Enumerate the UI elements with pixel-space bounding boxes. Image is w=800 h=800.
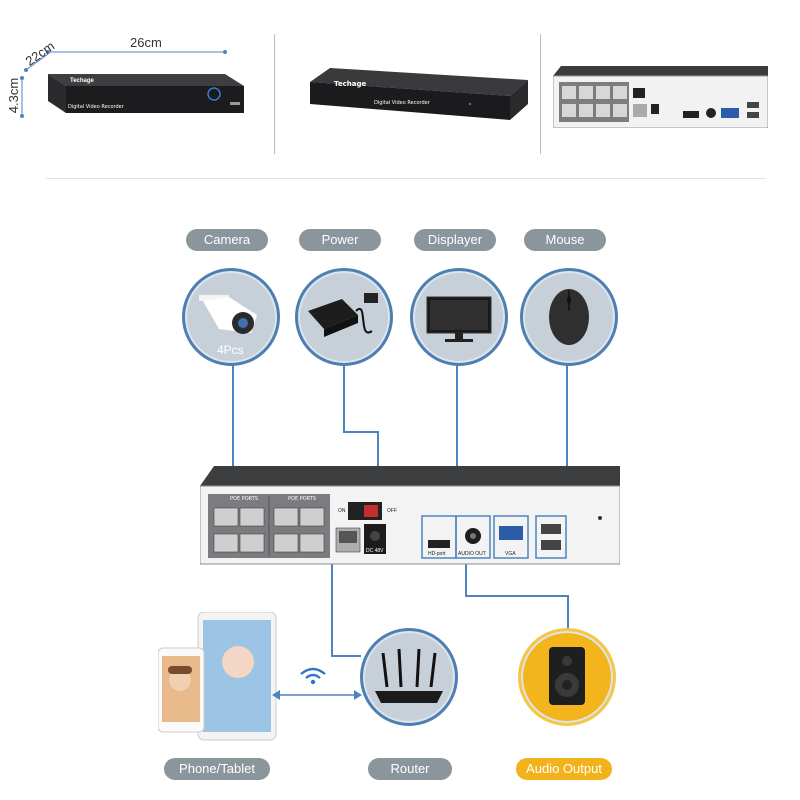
mouse-pill: Mouse xyxy=(524,229,606,251)
power-line-down xyxy=(343,364,345,432)
router-circle xyxy=(360,628,458,726)
switch-off-label: OFF xyxy=(387,508,397,514)
audio-output-pill: Audio Output xyxy=(516,758,612,780)
power-circle xyxy=(295,268,393,366)
camera-pill: Camera xyxy=(186,229,268,251)
switch-on-label: ON xyxy=(338,508,346,514)
rear-view-small xyxy=(552,66,769,129)
top-divider-2 xyxy=(540,34,541,154)
monitor-icon xyxy=(426,296,492,342)
displayer-circle xyxy=(410,268,508,366)
dc-label: DC 48V xyxy=(366,548,384,554)
mouse-line xyxy=(566,364,568,516)
vga-label: VGA xyxy=(505,551,516,557)
phone-tablet-pill: Phone/Tablet xyxy=(164,758,270,780)
router-icon xyxy=(375,648,443,703)
double-arrow-icon xyxy=(272,688,362,700)
height-dimension-label: 4.3cm xyxy=(6,77,22,114)
nvr-rear-panel: POE PORTS POE PORTS ON OFF DC 48V HD-por… xyxy=(199,462,621,566)
power-pill: Power xyxy=(299,229,381,251)
audio-out-label: AUDIO OUT xyxy=(458,551,486,557)
front-subtitle: Digital Video Recorder xyxy=(68,104,124,110)
router-line xyxy=(331,560,333,656)
mouse-icon xyxy=(549,289,589,345)
hdmi-label: HD-port xyxy=(428,551,446,557)
camera-line xyxy=(232,364,234,496)
displayer-pill: Displayer xyxy=(414,229,496,251)
poe-label-left: POE PORTS xyxy=(230,496,258,502)
width-dimension-label: 26cm xyxy=(130,35,162,50)
phone-tablet-image xyxy=(157,611,278,742)
audio-output-circle xyxy=(518,628,616,726)
speaker-icon xyxy=(549,647,585,705)
power-line-right xyxy=(343,431,379,433)
audio-line-down2 xyxy=(567,595,569,635)
mouse-circle xyxy=(520,268,618,366)
poe-label-right: POE PORTS xyxy=(288,496,316,502)
router-pill: Router xyxy=(368,758,452,780)
front-view-nvr: Techage 26cm 22cm 4.3cm Digital Video Re… xyxy=(6,30,270,130)
router-line-h xyxy=(331,655,361,657)
camera-circle: 4Pcs xyxy=(182,268,280,366)
power-adapter-icon xyxy=(308,293,378,337)
audio-line-down xyxy=(465,562,467,596)
top-section-divider xyxy=(46,178,766,179)
top-divider-1 xyxy=(274,34,275,154)
camera-icon xyxy=(199,295,257,334)
perspective-subtitle: Digital Video Recorder xyxy=(374,100,430,106)
displayer-line xyxy=(456,364,458,506)
audio-line-h xyxy=(465,595,569,597)
perspective-brand: Techage xyxy=(334,80,367,88)
camera-count: 4Pcs xyxy=(217,343,244,357)
perspective-view-nvr: Techage Digital Video Recorder xyxy=(300,60,530,130)
svg-text:Techage: Techage xyxy=(70,78,95,84)
wifi-icon xyxy=(298,666,328,686)
